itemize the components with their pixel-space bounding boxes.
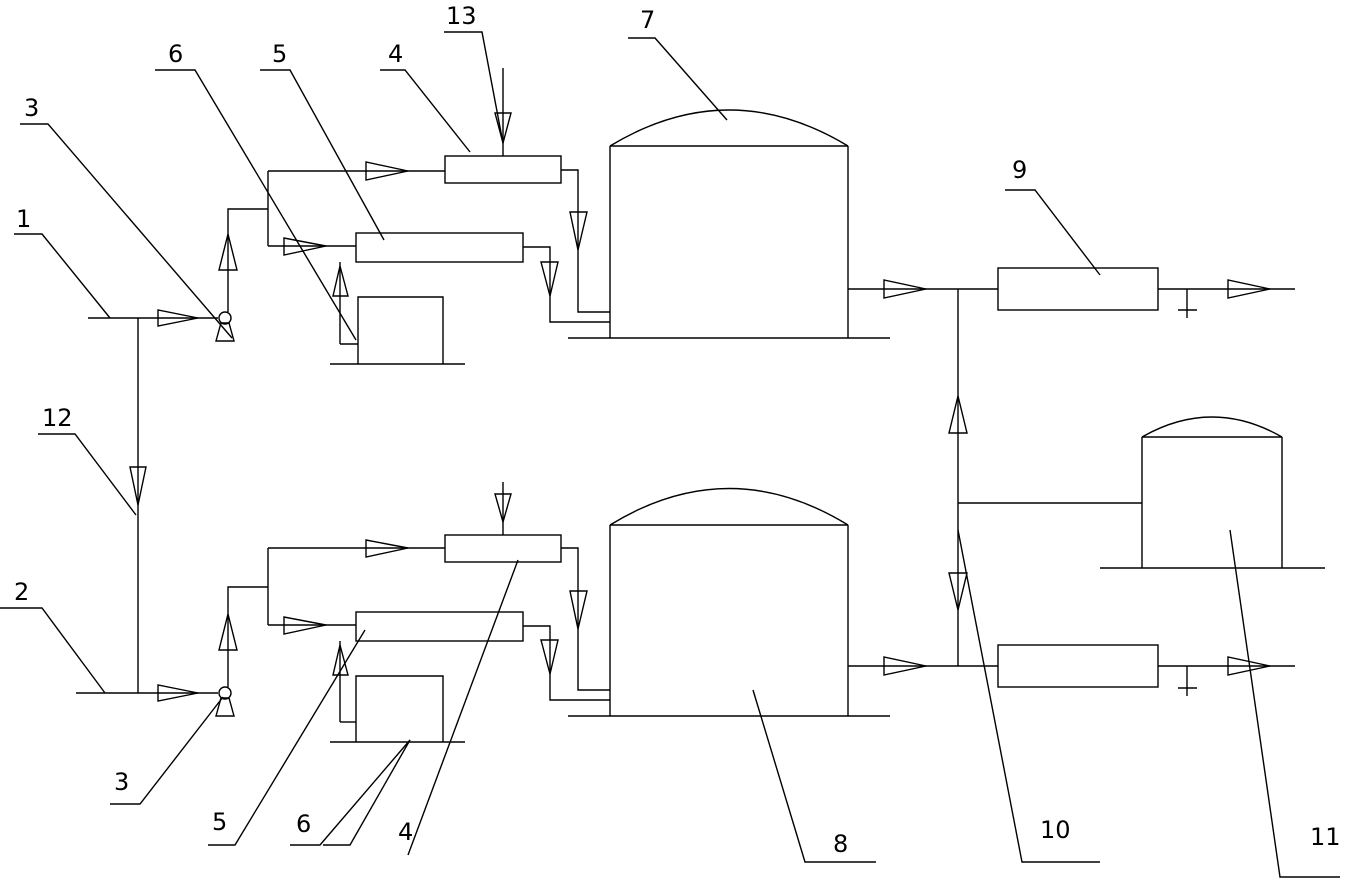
label-9: 9: [1012, 156, 1027, 184]
outlet-bottom-line: [848, 656, 1295, 696]
flow-arrow-right: [365, 161, 409, 181]
flow-arrow-right: [883, 279, 927, 299]
label-5-bottom: 5: [212, 808, 227, 836]
label-4-top: 4: [388, 40, 403, 68]
label-10: 10: [1040, 816, 1071, 844]
flow-arrow-up: [332, 644, 349, 676]
label-11: 11: [1310, 823, 1341, 851]
flow-arrow-right: [365, 539, 409, 558]
top-branch-piping: [218, 161, 445, 312]
flow-arrow-up: [332, 265, 349, 297]
leader-lines: [0, 31, 1340, 878]
flow-arrow-down: [569, 211, 588, 251]
flow-arrow-down: [948, 572, 968, 611]
flow-arrow-down: [494, 493, 512, 525]
outlet-top-line: [848, 279, 1295, 318]
pump-top: [215, 311, 235, 342]
tank-6-bottom: [330, 641, 465, 743]
label-12: 12: [42, 404, 73, 432]
flow-arrow-down: [129, 466, 147, 506]
unit-4-bottom: [444, 534, 562, 563]
label-5-top: 5: [272, 40, 287, 68]
unit-5-top: [355, 232, 524, 263]
label-2: 2: [14, 578, 29, 606]
flow-arrow-right: [157, 309, 199, 327]
label-1: 1: [16, 205, 31, 233]
flow-arrow-down: [569, 590, 588, 630]
vessel-11: [1100, 416, 1325, 569]
unit-9-bottom: [997, 644, 1159, 688]
flow-arrow-right: [157, 684, 199, 702]
flow-arrow-right: [883, 656, 927, 676]
flow-arrow-up: [948, 395, 968, 434]
label-6-top: 6: [168, 40, 183, 68]
label-3-top: 3: [24, 94, 39, 122]
connecting-line-12: [129, 318, 147, 693]
flow-arrow-up: [218, 233, 238, 271]
vessel-7: [568, 109, 890, 339]
label-7: 7: [640, 6, 655, 34]
unit-5-bottom: [355, 611, 524, 642]
bottom-branch-piping: [218, 539, 445, 687]
label-6-bottom: 6: [296, 810, 311, 838]
flow-arrow-down: [540, 261, 559, 297]
pump-bottom: [215, 686, 235, 717]
labels: 1 2 3 3 4 4 5 5 6 6 7 8 9 10 11 12 13: [14, 2, 1341, 858]
top-outlet-piping: [523, 169, 610, 323]
flow-arrow-up: [218, 613, 238, 651]
bottom-outlet-piping: [523, 547, 610, 701]
flow-arrow-down: [494, 112, 512, 146]
unit-4-top: [444, 155, 562, 184]
label-8: 8: [833, 830, 848, 858]
label-3-bottom: 3: [114, 768, 129, 796]
flow-arrow-right: [1227, 279, 1271, 299]
flow-arrow-down: [540, 639, 559, 675]
tank-6-top: [330, 262, 465, 365]
flow-arrow-right: [283, 237, 327, 256]
label-4-bottom: 4: [398, 818, 413, 846]
flow-arrow-right: [283, 616, 327, 635]
vessel-8: [568, 487, 890, 717]
connecting-line-10: [948, 289, 1142, 666]
label-13: 13: [446, 2, 477, 30]
unit-9: [997, 267, 1159, 311]
